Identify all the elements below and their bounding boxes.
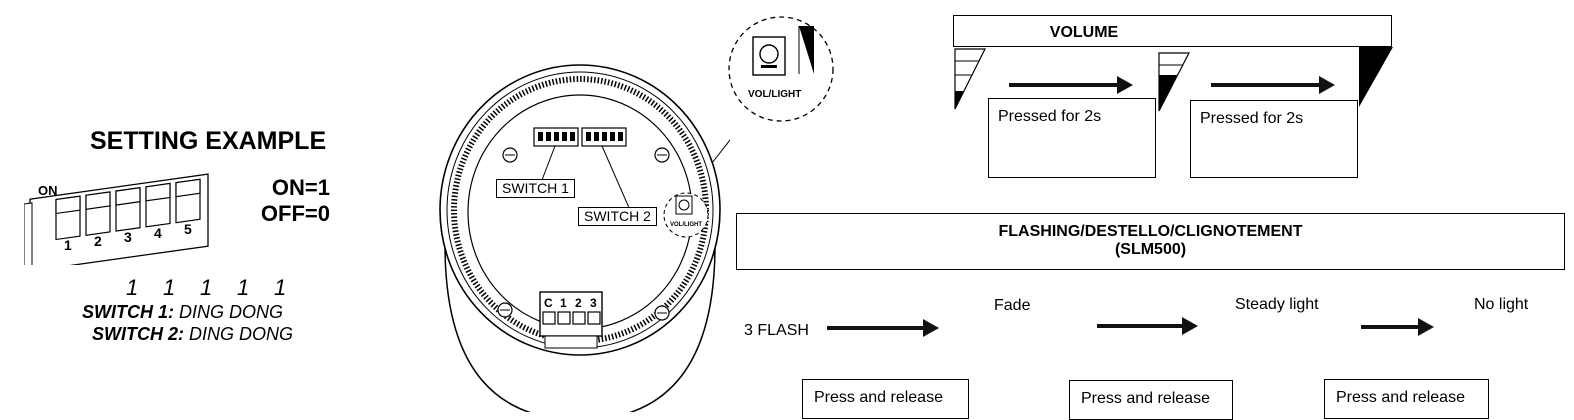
- dip-number: 5: [184, 221, 192, 237]
- switch2-setting-label: SWITCH 2:: [92, 324, 184, 344]
- volume-step-text: Pressed for 2s: [1200, 110, 1304, 127]
- flashing-subtitle: (SLM500): [1114, 241, 1187, 258]
- switch1-board-label: SWITCH 1: [496, 179, 575, 198]
- dip-number: 2: [94, 233, 102, 249]
- off-value: OFF=0: [260, 201, 330, 226]
- flash-arrow-1: [827, 319, 939, 337]
- dip-number: 3: [124, 229, 132, 245]
- volume-step-box: Pressed for 2s: [1190, 100, 1358, 178]
- volume-level-low: [954, 48, 986, 110]
- volume-header: VOLUME: [953, 15, 1392, 47]
- volume-level-mid: [1158, 52, 1190, 112]
- terminal-label: C: [544, 296, 553, 310]
- flash-action-box: Press and release: [802, 379, 969, 419]
- small-button-label: VOL/LIGHT: [670, 222, 702, 228]
- dip-number: 1: [64, 237, 72, 253]
- dip-on-label: ON: [38, 183, 58, 198]
- position-value: 1: [274, 275, 287, 300]
- switch2-board-label: SWITCH 2: [578, 207, 657, 226]
- flash-mode-label: No light: [1474, 296, 1529, 313]
- switch1-setting-label: SWITCH 1:: [82, 302, 174, 322]
- switch2-setting: SWITCH 2: DING DONG: [92, 324, 293, 345]
- position-value: 1: [163, 275, 176, 300]
- terminal-label: 2: [575, 296, 582, 310]
- switch1-setting: SWITCH 1: DING DONG: [82, 302, 283, 323]
- flash-action-box: Press and release: [1069, 380, 1233, 420]
- terminal-label: 3: [590, 296, 597, 310]
- flashing-title: FLASHING/DESTELLO/CLIGNOTEMENT: [998, 223, 1303, 240]
- flash-arrow-2: [1097, 317, 1198, 335]
- position-value: 1: [126, 275, 139, 300]
- volume-step-box: Pressed for 2s: [988, 98, 1156, 178]
- flashing-header: FLASHING/DESTELLO/CLIGNOTEMENT (SLM500): [736, 213, 1565, 270]
- volume-arrow-1: [1009, 76, 1133, 94]
- dip-number: 4: [154, 225, 162, 241]
- volume-step-text: Pressed for 2s: [998, 108, 1102, 125]
- switch2-setting-value: DING DONG: [189, 324, 294, 344]
- flash-mode-label: Steady light: [1235, 296, 1319, 313]
- setting-example-title: SETTING EXAMPLE: [90, 127, 327, 155]
- position-value: 1: [200, 275, 213, 300]
- dip-switch-diagram: ON 1 2 3 4 5: [24, 173, 209, 265]
- vol-light-button-label: VOL/LIGHT: [748, 89, 801, 100]
- terminal-label: 1: [560, 296, 567, 310]
- volume-arrow-2: [1211, 76, 1335, 94]
- position-value: 1: [237, 275, 250, 300]
- flash-start-label: 3 FLASH: [744, 322, 809, 339]
- flash-action-text: Press and release: [1081, 390, 1210, 407]
- volume-level-max: [1359, 47, 1393, 107]
- switch1-setting-value: DING DONG: [179, 302, 284, 322]
- flash-action-box: Press and release: [1324, 379, 1489, 419]
- flash-action-text: Press and release: [814, 389, 943, 406]
- on-value: ON=1: [271, 175, 330, 200]
- flash-mode-label: Fade: [994, 297, 1031, 314]
- flash-arrow-3: [1361, 318, 1434, 336]
- flash-action-text: Press and release: [1336, 389, 1465, 406]
- on-off-legend: ON=1 OFF=0: [240, 175, 330, 227]
- vol-light-callout: VOL/LIGHT: [728, 16, 834, 122]
- device-base-drawing: C 1 2 3 VOL/LIGHT: [439, 64, 730, 412]
- volume-title: VOLUME: [1049, 24, 1119, 41]
